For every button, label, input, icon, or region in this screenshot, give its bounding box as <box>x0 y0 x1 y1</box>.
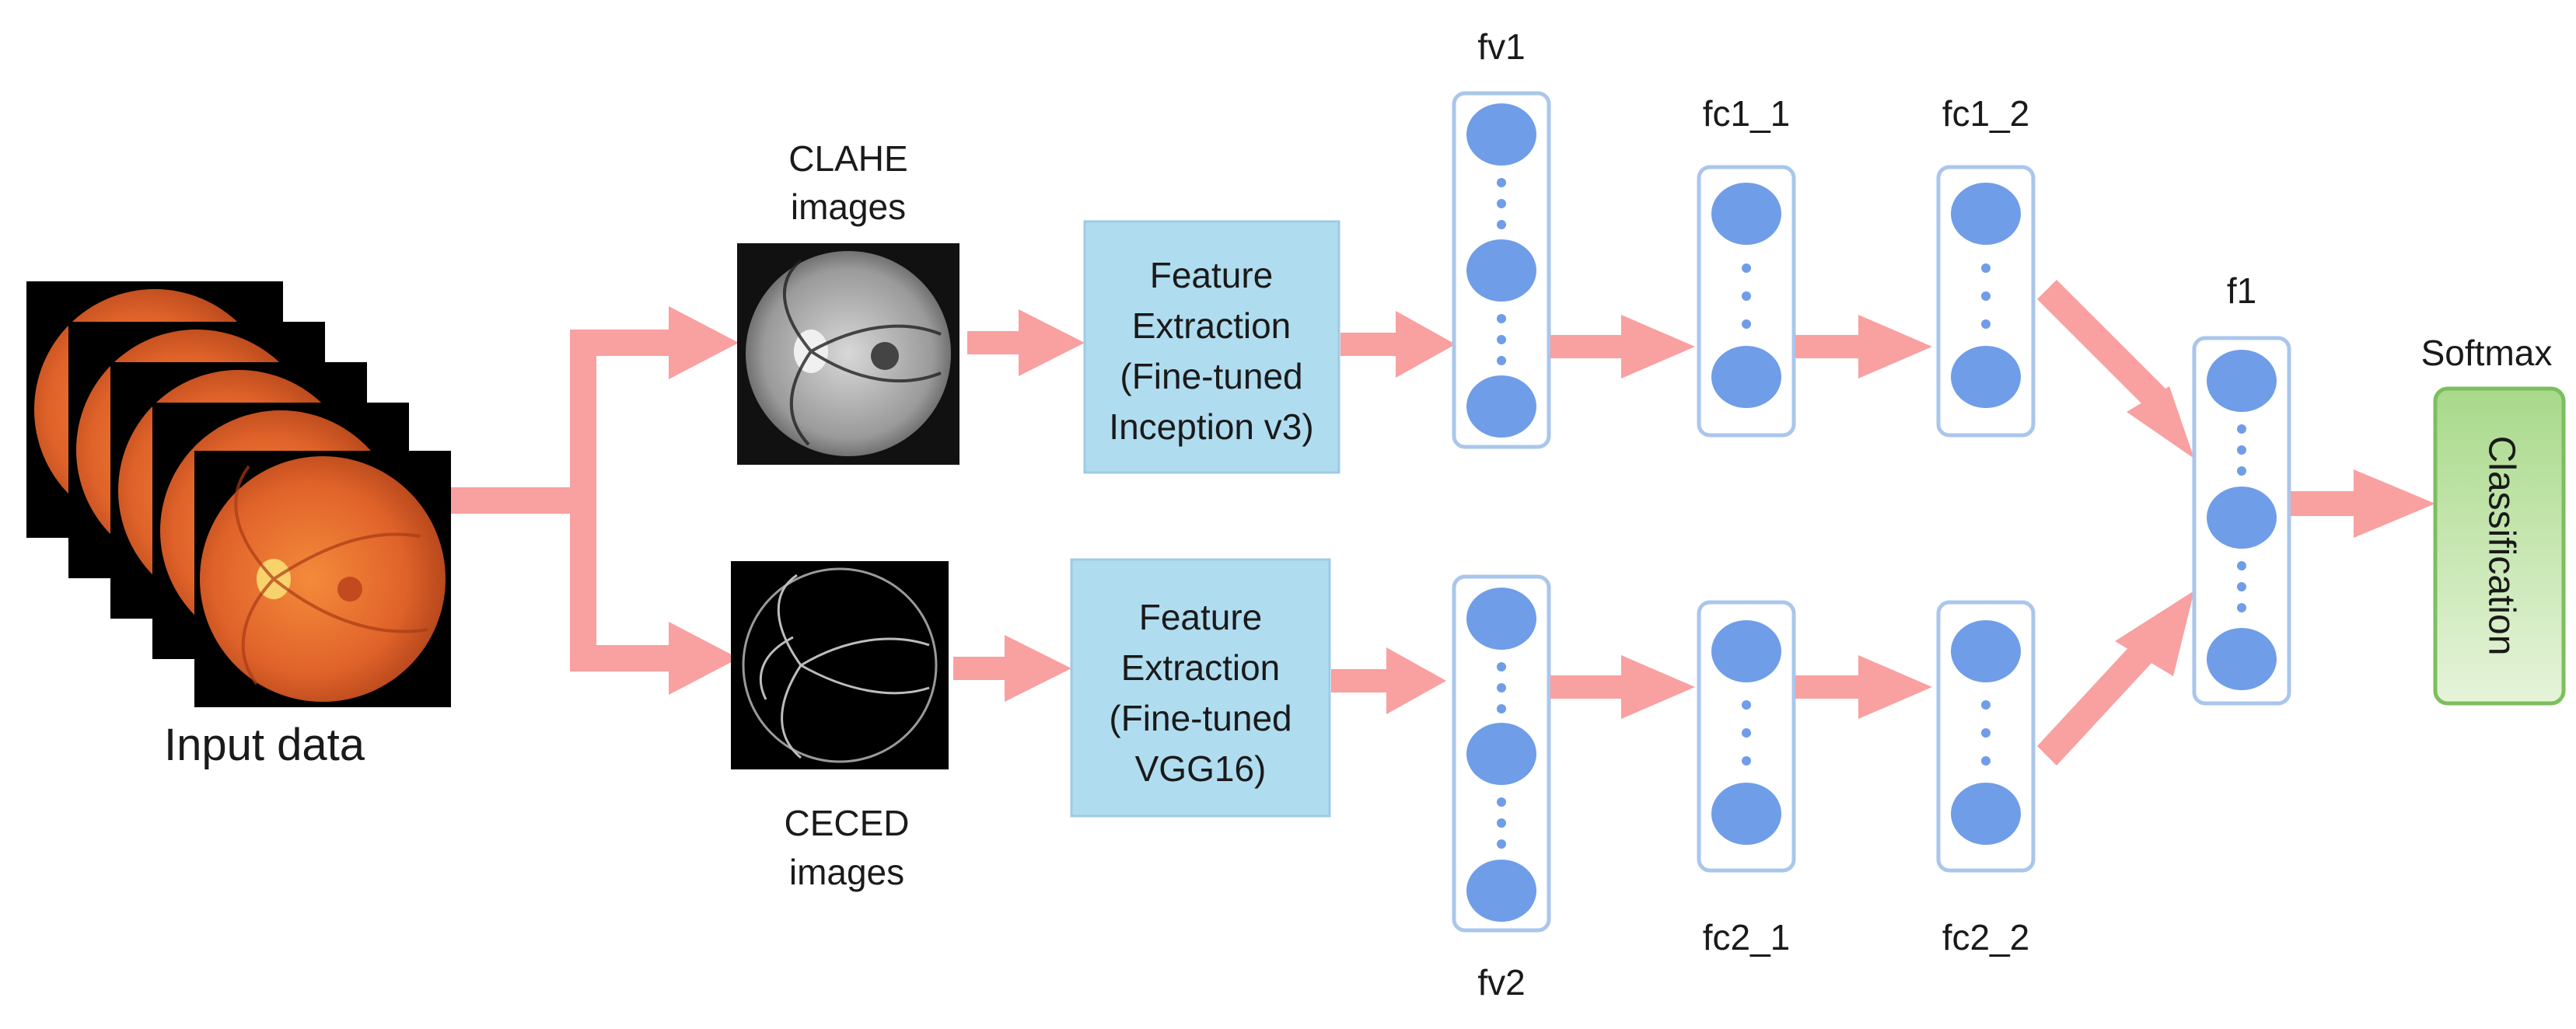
arrows-to-feature-vectors <box>1331 311 1456 714</box>
layer-fv2 <box>1452 574 1551 933</box>
fc2-2-label: fc2_2 <box>1942 917 2030 957</box>
fc1-2-label: fc1_2 <box>1942 93 2030 134</box>
layer-fc2-1 <box>1697 600 1796 873</box>
f1-label: f1 <box>2227 270 2256 311</box>
extractor-bottom-line4: VGG16) <box>1135 748 1267 789</box>
layer-f1 <box>2192 336 2291 706</box>
ceced-label-line1: CECED <box>784 803 909 843</box>
extractor-bottom-line2: Extraction <box>1121 647 1281 688</box>
extractor-bottom-line3: (Fine-tuned <box>1109 698 1291 738</box>
layer-fc1-1 <box>1697 165 1796 438</box>
extractor-top: Feature Extraction (Fine-tuned Inception… <box>1083 220 1340 474</box>
extractor-top-line4: Inception v3) <box>1109 406 1313 447</box>
softmax-label: Softmax <box>2421 333 2553 373</box>
ceced-image <box>731 561 949 769</box>
split-arrows <box>451 306 739 695</box>
ceced-label-line2: images <box>789 852 904 892</box>
fundus-image-5 <box>194 451 451 707</box>
fc2-1-label: fc2_1 <box>1703 917 1791 957</box>
layer-fc1-2 <box>1936 165 2036 438</box>
input-image-stack: Input data <box>26 281 451 770</box>
arrows-to-fusion <box>2037 280 2194 766</box>
fv1-label: fv1 <box>1477 26 1525 67</box>
classification-box: Classification <box>2433 386 2566 706</box>
layer-fc2-2 <box>1936 600 2036 873</box>
macula <box>337 577 362 602</box>
fc1-1-label: fc1_1 <box>1703 93 1791 134</box>
extractor-top-line2: Extraction <box>1132 305 1291 346</box>
arrows-between-layers <box>1550 315 1932 719</box>
arrows-to-extractors <box>953 309 1085 702</box>
input-data-label: Input data <box>164 720 365 770</box>
fv2-label: fv2 <box>1477 962 1525 1003</box>
layer-fv1 <box>1452 91 1551 449</box>
clahe-label-line2: images <box>791 187 906 227</box>
extractor-bottom: Feature Extraction (Fine-tuned VGG16) <box>1070 558 1331 818</box>
extractor-bottom-line1: Feature <box>1139 597 1263 637</box>
extractor-top-line1: Feature <box>1150 255 1274 295</box>
arrow-to-classification <box>2291 469 2435 538</box>
extractor-top-line3: (Fine-tuned <box>1120 356 1302 396</box>
classification-label: Classification <box>2480 436 2522 656</box>
clahe-label-line1: CLAHE <box>788 138 907 179</box>
clahe-image <box>737 243 959 465</box>
